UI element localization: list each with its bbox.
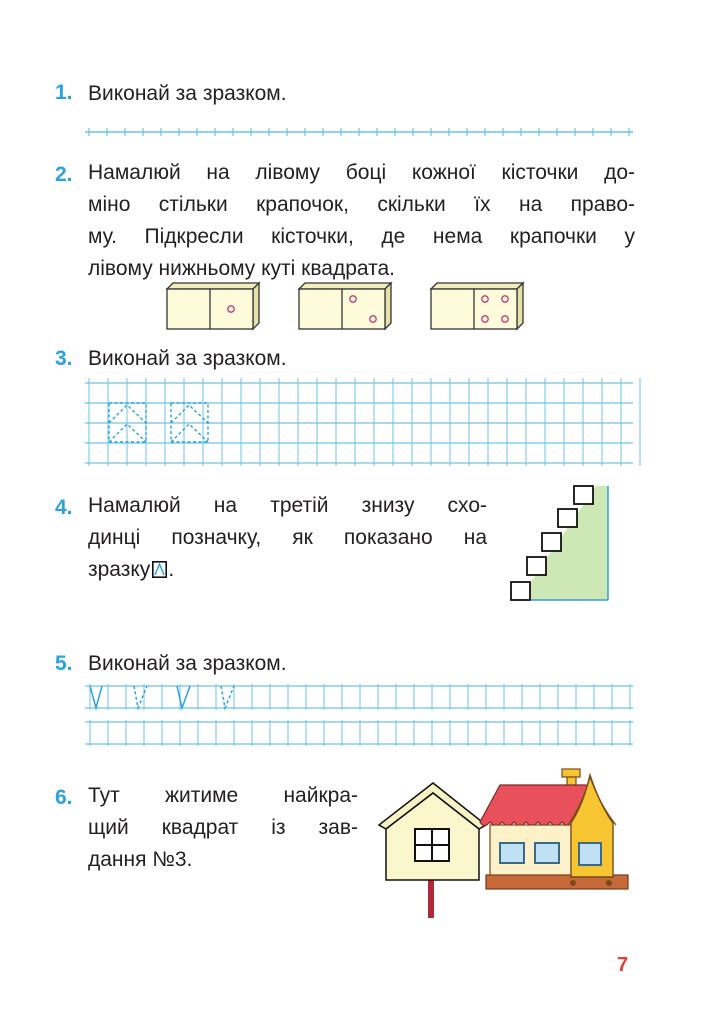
page-number: 7 [617,954,629,976]
task-5-number: 5. [55,652,73,675]
staircase-icon [510,485,609,601]
domino-icon [165,281,261,331]
task-4-number: 4. [55,496,73,519]
task-6-number: 6. [55,786,73,809]
task-2-line-2: міно стільки крапочок, скільки їх на пра… [88,193,635,216]
sample-mark-icon [152,561,168,578]
domino-icon [297,281,393,331]
task-2-line-3: му. Підкресли кісточки, де нема крапочки… [88,225,635,248]
sample-v-pattern [89,685,235,711]
task-2-text: Намалюй на лівому боці кожної кісточки д… [88,157,635,285]
task-2-number: 2. [55,163,73,186]
task-3-text: Виконай за зразком. [88,347,287,370]
task-4-line-1: Намалюй на третій знизу схо- [88,494,487,517]
task-2-line-4: лівому нижньому куті квадрата. [88,257,396,280]
domino-icon [429,281,525,331]
task-6-text: Тут житиме найкра- щий квадрат із зав- д… [88,780,358,876]
task-1-text: Виконай за зразком. [88,82,287,105]
sample-square-pattern [108,402,209,443]
task-6-line-3: дання №3. [88,848,193,871]
task-3-number: 3. [55,347,73,370]
task-4-text: Намалюй на третій знизу схо- динці позна… [88,490,487,586]
house-icon [479,768,629,890]
task-4-line-3: зразку. [88,554,487,586]
task-2-line-1: Намалюй на лівому боці кожної кісточки д… [88,161,635,184]
task-5-text: Виконай за зразком. [88,652,287,675]
task-1-number: 1. [55,81,73,104]
birdhouse-icon [377,782,488,918]
domino-row [165,281,525,331]
task-4-line-2: динці позначку, як показано на [88,526,487,549]
task-6-line-2: щий квадрат із зав- [88,816,358,839]
task-4-line-3-end: . [168,558,175,581]
task-3-grid [85,378,641,466]
task-1-line-ruler [85,128,633,136]
task-5-lines [85,684,633,746]
task-6-line-1: Тут житиме найкра- [88,784,358,807]
task-4-line-3-text: зразку [88,558,151,581]
